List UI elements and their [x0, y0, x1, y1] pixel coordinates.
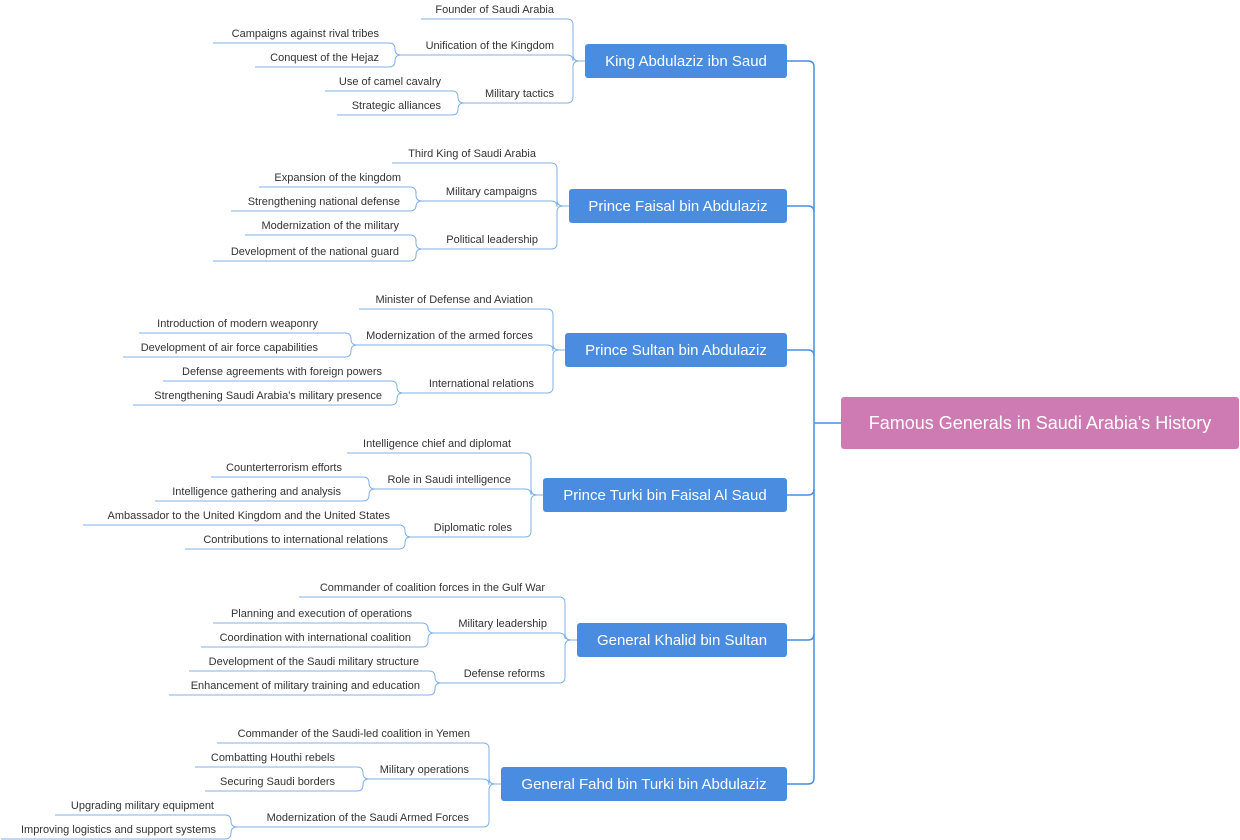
connector-line [213, 42, 402, 56]
topic-label[interactable]: Commander of the Saudi-led coalition in … [237, 728, 470, 740]
connector-line [337, 102, 465, 116]
connector-line [133, 392, 404, 406]
detail-label[interactable]: Contributions to international relations [203, 534, 388, 546]
connector-line [195, 766, 370, 780]
topic-label[interactable]: Military leadership [458, 618, 547, 630]
topic-label[interactable]: Intelligence chief and diplomat [363, 438, 511, 450]
topic-label[interactable]: Minister of Defense and Aviation [375, 294, 533, 306]
connector-line [189, 670, 442, 684]
connector-line [255, 54, 402, 68]
connector-line [787, 205, 815, 213]
detail-label[interactable]: Upgrading military equipment [70, 800, 214, 812]
connector-line [235, 783, 501, 828]
detail-label[interactable]: Development of the Saudi military struct… [208, 656, 419, 668]
connector-line [211, 476, 376, 490]
connector-line [420, 199, 569, 208]
connector-line [139, 332, 358, 346]
connector-line [155, 488, 376, 502]
detail-label[interactable]: Counterterrorism efforts [226, 462, 342, 474]
root-node[interactable]: Famous Generals in Saudi Arabia's Histor… [841, 397, 1239, 449]
general-node[interactable]: Prince Turki bin Faisal Al Saud [543, 478, 787, 512]
connector-line [325, 90, 465, 104]
detail-label[interactable]: Use of camel cavalry [338, 76, 441, 88]
topic-label[interactable]: Founder of Saudi Arabia [435, 4, 554, 16]
detail-label[interactable]: Modernization of the military [261, 220, 399, 232]
detail-label[interactable]: Introduction of modern weaponry [157, 318, 318, 330]
detail-label[interactable]: Intelligence gathering and analysis [172, 486, 341, 498]
detail-label[interactable]: Defense agreements with foreign powers [182, 366, 382, 378]
detail-label[interactable]: Development of air force capabilities [140, 342, 318, 354]
connector-line [399, 54, 585, 62]
topic-label[interactable]: Diplomatic roles [433, 522, 512, 534]
general-node[interactable]: Prince Faisal bin Abdulaziz [569, 189, 787, 223]
connector-line [245, 234, 423, 250]
connector-line [373, 488, 543, 496]
detail-label[interactable]: Strengthening national defense [247, 196, 400, 208]
topic-label[interactable]: Role in Saudi intelligence [387, 474, 511, 486]
detail-label[interactable]: Development of the national guard [230, 246, 399, 258]
detail-label[interactable]: Expansion of the kingdom [274, 172, 401, 184]
connector-line [231, 200, 423, 212]
detail-label[interactable]: Combatting Houthi rebels [210, 752, 335, 764]
detail-label[interactable]: Coordination with international coalitio… [219, 632, 411, 644]
connector-line [787, 777, 815, 785]
connector-line [409, 494, 543, 538]
detail-label[interactable]: Ambassador to the United Kingdom and the… [107, 510, 390, 522]
topic-label[interactable]: Military tactics [484, 88, 554, 100]
topic-label[interactable]: Unification of the Kingdom [425, 40, 554, 52]
connector-line [163, 380, 404, 394]
connector-line [83, 524, 412, 538]
detail-label[interactable]: Securing Saudi borders [220, 776, 335, 788]
connector-line [1, 826, 238, 840]
topic-label[interactable]: Defense reforms [463, 668, 545, 680]
connector-line [787, 349, 815, 357]
connector-line [213, 248, 423, 262]
connector-line [259, 186, 423, 202]
connector-line [439, 639, 577, 684]
connector-line [185, 536, 412, 550]
connector-line [169, 682, 442, 696]
topic-label[interactable]: Commander of coalition forces in the Gul… [319, 582, 545, 594]
connector-line [367, 777, 501, 786]
general-node[interactable]: General Fahd bin Turki bin Abdulaziz [501, 767, 787, 801]
connector-line [205, 778, 370, 792]
connector-line [420, 205, 569, 250]
connector-line [787, 60, 815, 68]
topic-label[interactable]: International relations [428, 378, 534, 390]
detail-label[interactable]: Improving logistics and support systems [20, 824, 216, 836]
topic-label[interactable]: Third King of Saudi Arabia [408, 148, 536, 160]
connector-line [55, 814, 238, 828]
detail-label[interactable]: Campaigns against rival tribes [231, 28, 379, 40]
topic-label[interactable]: Modernization of the Saudi Armed Forces [266, 812, 469, 824]
topic-label[interactable]: Political leadership [446, 234, 538, 246]
connector-line [213, 622, 435, 634]
topic-label[interactable]: Military operations [379, 764, 469, 776]
topic-label[interactable]: Military campaigns [445, 186, 537, 198]
topic-label[interactable]: Modernization of the armed forces [366, 330, 533, 342]
connector-line [787, 633, 815, 641]
detail-label[interactable]: Conquest of the Hejaz [270, 52, 379, 64]
general-node[interactable]: General Khalid bin Sultan [577, 623, 787, 657]
detail-label[interactable]: Enhancement of military training and edu… [190, 680, 420, 692]
connector-line [401, 349, 565, 394]
general-node[interactable]: Prince Sultan bin Abdulaziz [565, 333, 787, 367]
connector-line [432, 632, 577, 641]
detail-label[interactable]: Strategic alliances [351, 100, 441, 112]
connector-line [123, 344, 358, 358]
connector-line [787, 488, 815, 496]
detail-label[interactable]: Planning and execution of operations [230, 608, 412, 620]
detail-label[interactable]: Strengthening Saudi Arabia's military pr… [154, 390, 382, 402]
connector-line [462, 60, 585, 104]
general-node[interactable]: King Abdulaziz ibn Saud [585, 44, 787, 78]
connector-line [355, 343, 565, 352]
connector-line [201, 632, 435, 648]
